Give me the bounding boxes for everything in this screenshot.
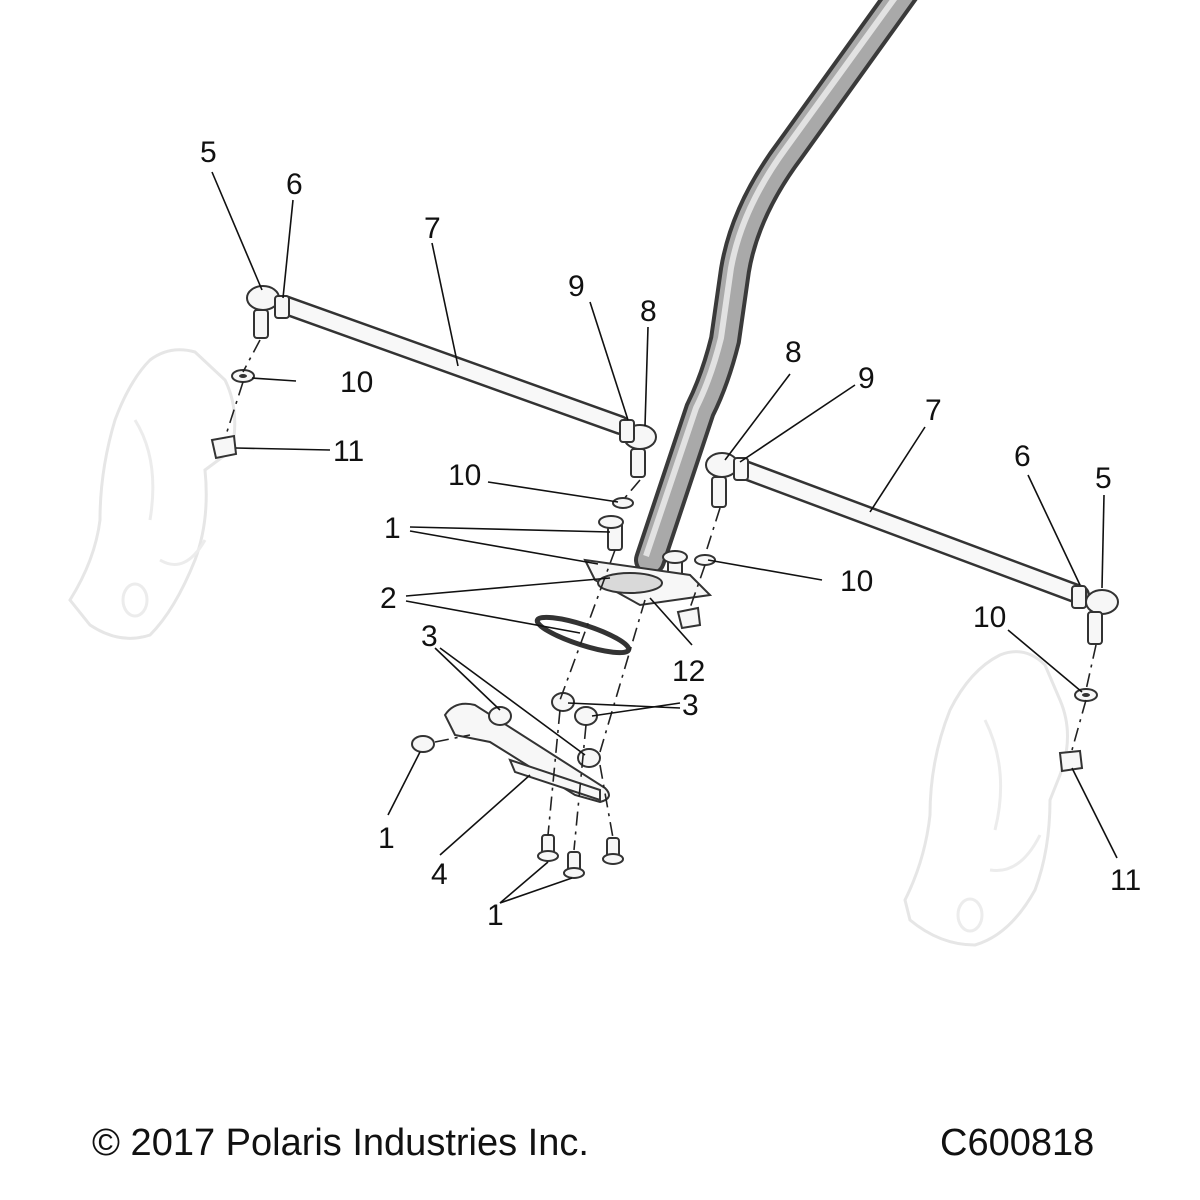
callout-2: 2 <box>380 582 397 615</box>
callout-6-left: 6 <box>286 168 303 201</box>
callout-11-left: 11 <box>333 435 364 468</box>
right-tie-rod <box>705 452 1119 645</box>
callout-11-right: 11 <box>1110 864 1141 897</box>
callout-12: 12 <box>672 655 705 688</box>
callout-10-center: 10 <box>448 459 481 492</box>
left-spindle-ghost <box>68 348 237 640</box>
callout-3-left: 3 <box>421 620 438 653</box>
callout-7-left: 7 <box>424 212 441 245</box>
callout-10-right: 10 <box>973 601 1006 634</box>
callout-1-top: 1 <box>384 512 401 545</box>
callout-10-mid-right: 10 <box>840 565 873 598</box>
lower-bracket <box>411 692 624 879</box>
callout-8-left: 8 <box>640 295 657 328</box>
callout-3-right: 3 <box>682 689 699 722</box>
callout-9-left: 9 <box>568 270 585 303</box>
copyright-notice: © 2017 Polaris Industries Inc. <box>92 1122 589 1164</box>
callout-1-left: 1 <box>378 822 395 855</box>
assembly-axes <box>224 339 1097 851</box>
callout-labels: 1 1 1 2 3 3 4 5 5 6 6 7 7 8 8 9 9 10 10 … <box>200 136 1141 932</box>
callout-6-right: 6 <box>1014 440 1031 473</box>
right-spindle-ghost <box>903 650 1069 947</box>
callout-1-bottom: 1 <box>487 899 504 932</box>
callout-4: 4 <box>431 858 448 891</box>
callout-10-left: 10 <box>340 366 373 399</box>
leader-lines <box>211 171 1118 904</box>
steering-shaft <box>634 0 918 576</box>
drawing-number: C600818 <box>940 1122 1095 1164</box>
callout-5-left: 5 <box>200 136 217 169</box>
callout-8-right: 8 <box>785 336 802 369</box>
callout-9-right: 9 <box>858 362 875 395</box>
callout-7-right: 7 <box>925 394 942 427</box>
pivot-plate-assembly <box>534 558 713 656</box>
callout-5-right: 5 <box>1095 462 1112 495</box>
left-tie-rod <box>246 285 657 478</box>
